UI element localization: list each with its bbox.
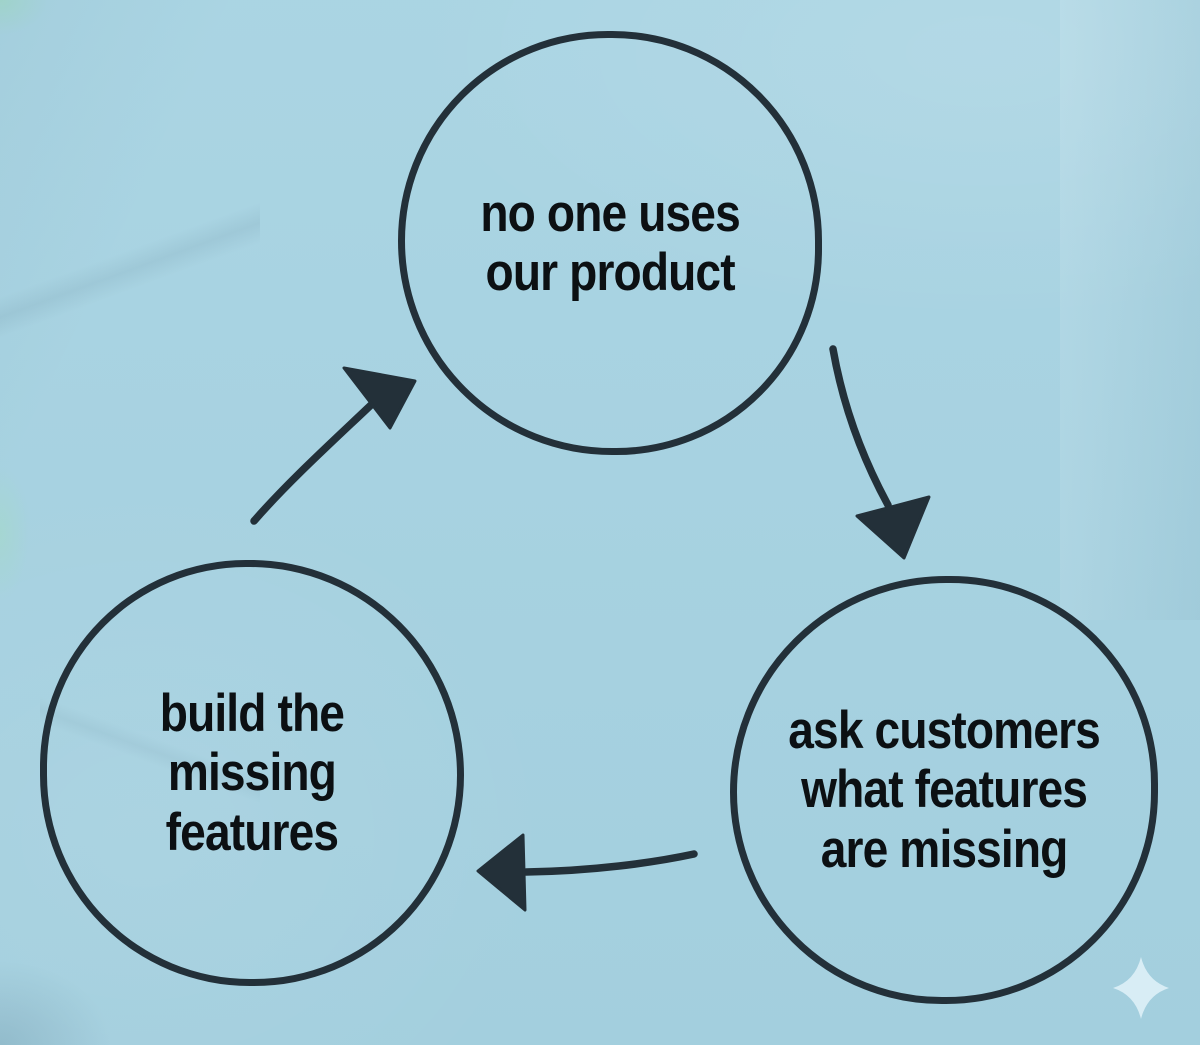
arrow-left-to-top-shaft bbox=[250, 401, 375, 525]
node-ask-customers: ask customers what features are missing bbox=[730, 576, 1158, 1004]
arrow-top-to-right bbox=[829, 345, 931, 560]
node-no-one-uses: no one uses our product bbox=[398, 31, 822, 455]
arrow-right-to-left-shaft bbox=[522, 850, 698, 876]
arrow-top-to-right-head bbox=[855, 495, 931, 560]
arrow-right-to-left-head bbox=[476, 833, 527, 912]
node-build-features: build the missing features bbox=[40, 560, 464, 986]
node-build-features-label: build the missing features bbox=[159, 683, 345, 862]
paper-crease bbox=[0, 60, 260, 480]
arrow-top-to-right-shaft bbox=[829, 345, 892, 509]
node-no-one-uses-label: no one uses our product bbox=[480, 183, 740, 302]
arrow-right-to-left bbox=[476, 833, 698, 912]
arrow-left-to-top-head bbox=[342, 366, 417, 430]
node-ask-customers-label: ask customers what features are missing bbox=[788, 700, 1101, 879]
arrow-left-to-top bbox=[250, 366, 417, 525]
paper-crease bbox=[1060, 0, 1200, 620]
sparkle-icon bbox=[1113, 957, 1169, 1019]
